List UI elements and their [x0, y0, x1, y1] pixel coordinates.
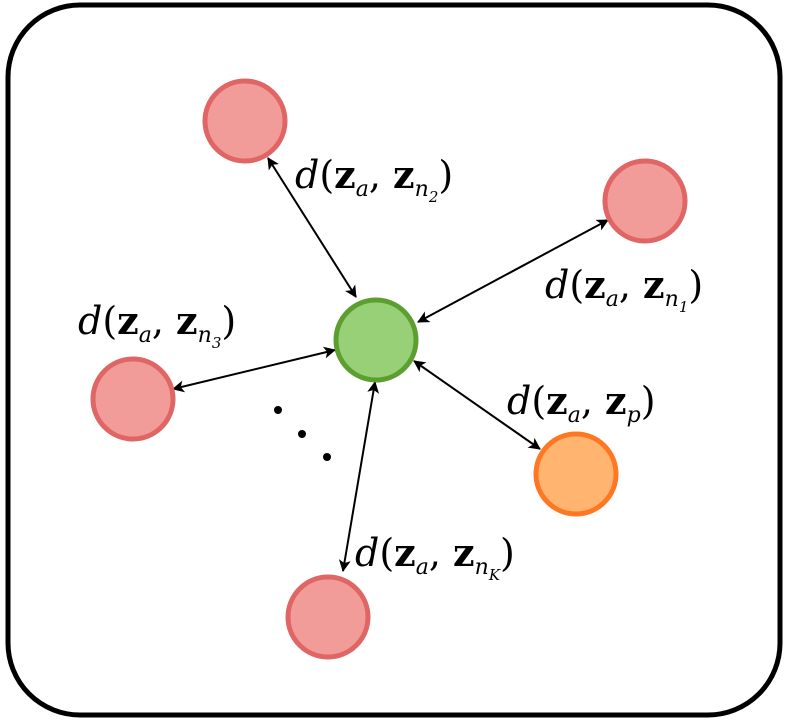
arrow-anchor-n2: [267, 157, 357, 298]
node-negative-n2: [202, 78, 288, 164]
label-distance-p: d(za, zp): [507, 378, 656, 428]
arrow-anchor-p: [413, 360, 541, 450]
label-distance-n2: d(za, zn2): [295, 152, 453, 206]
node-anchor: [333, 297, 419, 383]
arrow-anchor-nK: [338, 381, 380, 572]
label-distance-n3: d(za, zn3): [78, 298, 236, 352]
label-distance-nK: d(za, znK): [355, 530, 515, 584]
node-negative-nK: [285, 574, 371, 660]
node-negative-n1: [602, 158, 688, 244]
label-distance-n1: d(za, zn1): [545, 262, 703, 316]
arrow-anchor-n3: [172, 346, 336, 393]
node-negative-n3: [90, 356, 176, 442]
ellipsis-dots: [274, 406, 331, 461]
arrow-anchor-n1: [417, 219, 609, 323]
node-positive-p: [533, 431, 619, 517]
